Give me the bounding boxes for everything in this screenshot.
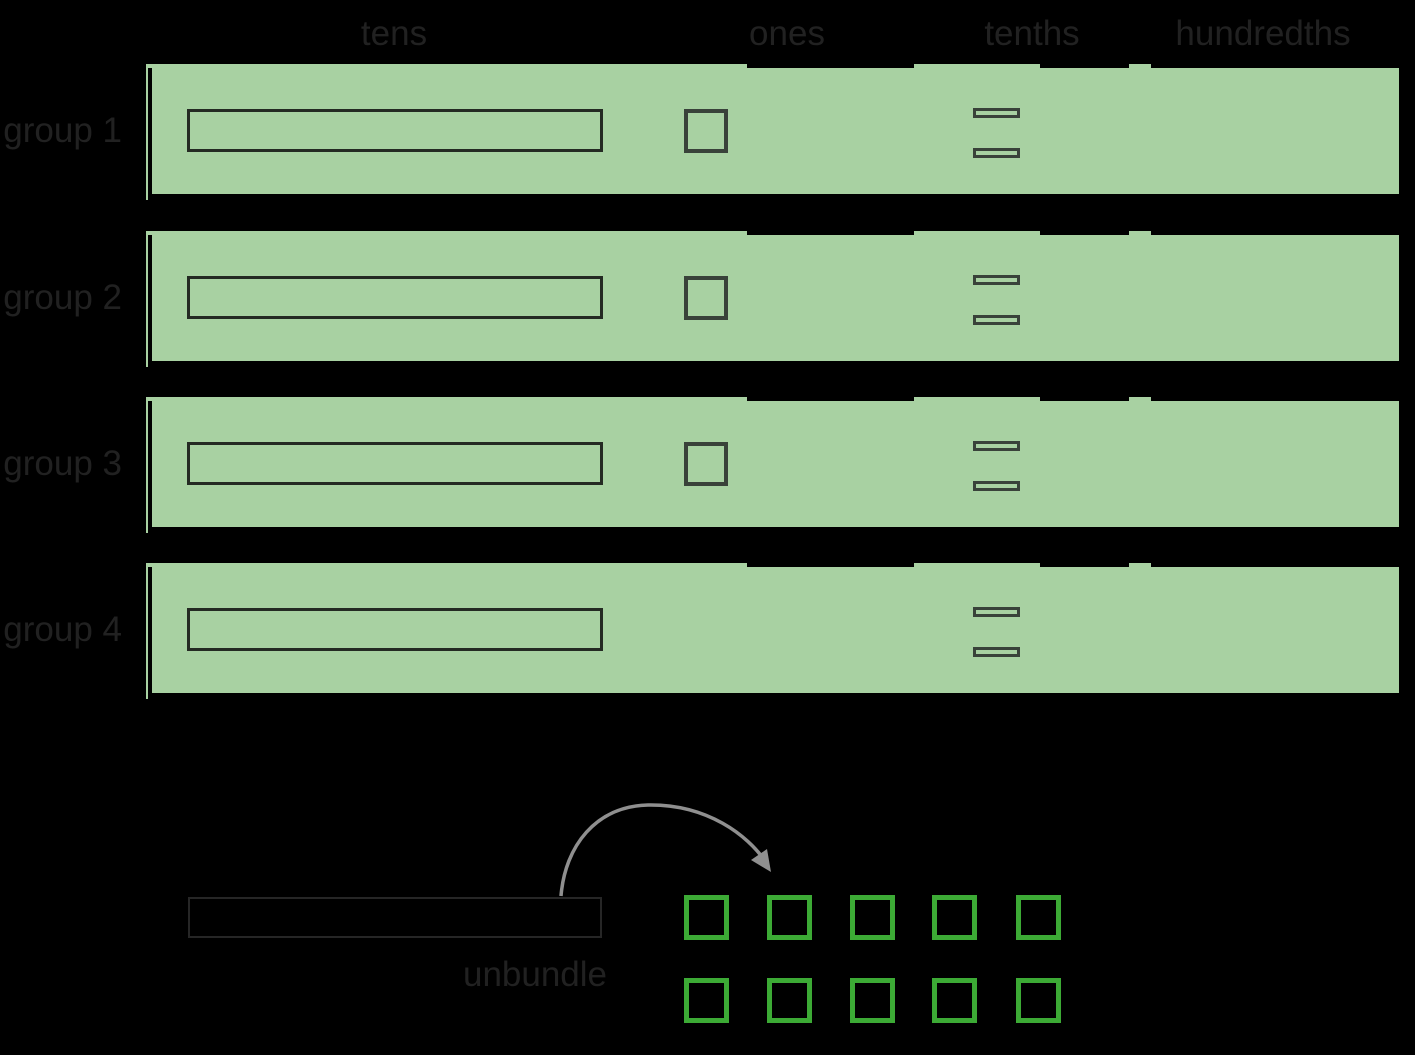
tens-rod [187, 109, 603, 152]
band-left-hairline [146, 563, 148, 699]
band-edge-tick [1129, 231, 1151, 235]
tenth-bar [973, 275, 1020, 285]
band-edge-tick [147, 563, 747, 567]
column-header-hundredths: hundredths [1175, 14, 1351, 53]
band-left-hairline [146, 397, 148, 533]
band-left-hairline [146, 64, 148, 200]
unbundled-one-square [850, 978, 895, 1023]
ones-square [684, 276, 728, 320]
tenth-bar [973, 315, 1020, 325]
column-header-tens: tens [360, 14, 428, 53]
group-band [146, 397, 1399, 533]
tenth-bar [973, 441, 1020, 451]
band-edge-tick [147, 397, 747, 401]
unbundled-one-square [850, 895, 895, 940]
group-label: group 3 [3, 444, 122, 483]
band-edge-tick [914, 397, 1040, 401]
ones-square [684, 442, 728, 486]
unbundled-tens-rod [188, 897, 602, 938]
group-label: group 4 [3, 610, 122, 649]
tenth-bar [973, 148, 1020, 158]
tenth-bar [973, 607, 1020, 617]
unbundled-one-square [684, 895, 729, 940]
ones-square [684, 109, 728, 153]
band-left-hairline [146, 231, 148, 367]
column-header-tenths: tenths [984, 14, 1080, 53]
group-band [146, 231, 1399, 367]
band-edge-tick [147, 231, 747, 235]
band-edge-tick [914, 231, 1040, 235]
tenth-bar [973, 647, 1020, 657]
unbundled-one-square [1016, 978, 1061, 1023]
band-edge-tick [147, 64, 747, 68]
unbundled-one-square [767, 895, 812, 940]
tenth-bar [973, 108, 1020, 118]
band-edge-tick [914, 64, 1040, 68]
band-edge-tick [1129, 563, 1151, 567]
tenth-bar [973, 481, 1020, 491]
group-band [146, 64, 1399, 200]
unbundled-one-square [767, 978, 812, 1023]
unbundled-one-square [684, 978, 729, 1023]
column-header-ones: ones [749, 14, 825, 53]
band-edge-tick [1129, 397, 1151, 401]
group-label: group 1 [3, 111, 122, 150]
unbundled-one-square [932, 978, 977, 1023]
tens-rod [187, 442, 603, 485]
tens-rod [187, 608, 603, 651]
group-label: group 2 [3, 278, 122, 317]
unbundled-one-square [932, 895, 977, 940]
unbundled-one-square [1016, 895, 1061, 940]
band-edge-tick [1129, 64, 1151, 68]
group-band [146, 563, 1399, 699]
unbundle-label: unbundle [462, 955, 608, 994]
band-edge-tick [914, 563, 1040, 567]
tens-rod [187, 276, 603, 319]
